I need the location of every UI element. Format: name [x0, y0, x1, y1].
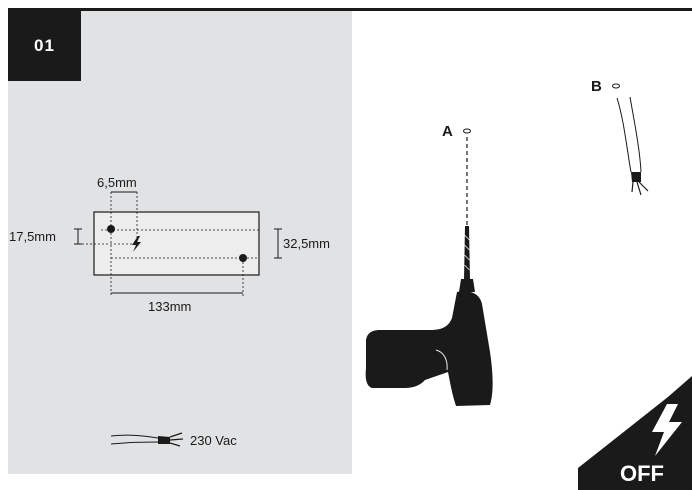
cable-icon — [110, 432, 184, 447]
label-left-height: 17,5mm — [9, 229, 56, 244]
dimension-left-height: 17,5mm — [9, 228, 136, 245]
step-badge: 01 — [8, 11, 81, 81]
dimension-right-height: 32,5mm — [274, 228, 330, 259]
label-hole-offset: 6,5mm — [97, 175, 137, 190]
label-point-b: B — [591, 78, 602, 95]
label-right-height: 32,5mm — [283, 236, 330, 251]
mounting-hole-right — [239, 254, 247, 262]
top-rule — [8, 8, 692, 11]
mounting-hole-left — [107, 225, 115, 233]
mounting-plate-drawing — [93, 211, 260, 276]
mounting-plate — [93, 211, 260, 276]
drill-point-marker — [463, 128, 471, 134]
label-hole-spacing: 133mm — [148, 299, 191, 314]
power-off-badge: OFF — [578, 376, 692, 490]
dimension-hole-spacing: 133mm — [110, 233, 244, 314]
label-power-state: OFF — [620, 461, 664, 486]
label-point-a: A — [442, 123, 453, 140]
cable-point-marker — [612, 83, 620, 89]
drill-icon — [365, 226, 493, 406]
step-number: 01 — [34, 36, 55, 55]
power-off-icon — [652, 404, 682, 456]
label-voltage: 230 Vac — [190, 433, 237, 448]
wall-cable-icon — [616, 96, 649, 196]
dimension-hole-offset: 6,5mm — [97, 175, 138, 246]
lightning-bolt-icon — [132, 236, 141, 252]
